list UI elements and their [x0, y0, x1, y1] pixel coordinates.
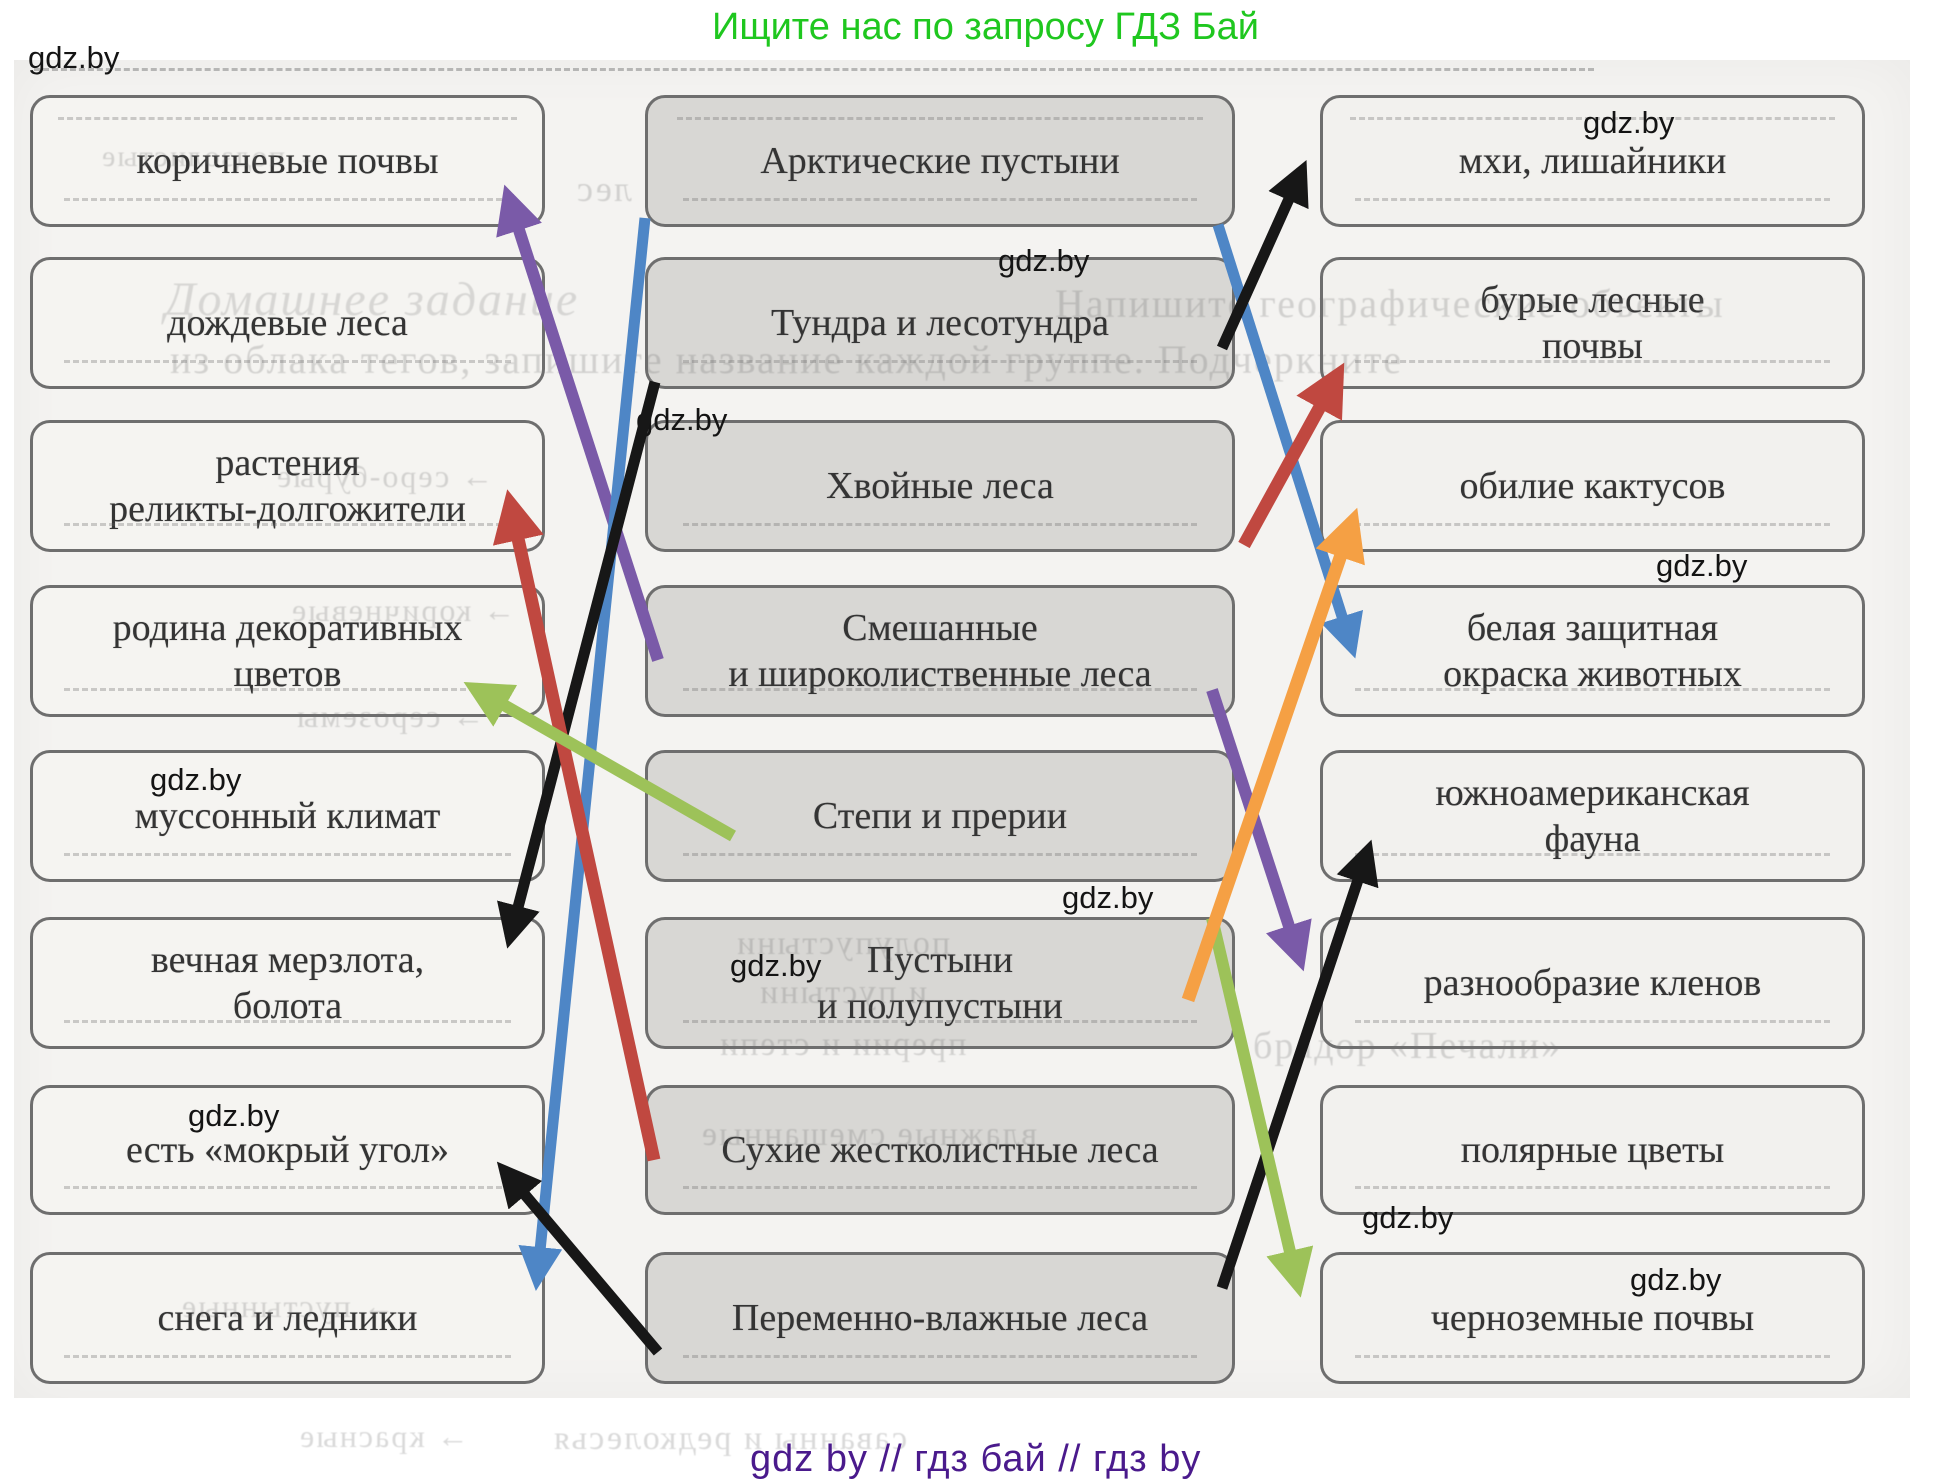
- box-label: Хвойные леса: [826, 463, 1054, 509]
- mid-box-khvoinye-lesa: Хвойные леса: [645, 420, 1235, 552]
- arrow-pustyni-to-obilie-kaktusov: [1181, 507, 1365, 1003]
- left-box-vechnaya-merzlota: вечная мерзлота,болота: [30, 917, 545, 1049]
- box-label-line: Сухие жестколистные леса: [721, 1128, 1159, 1171]
- box-label: Тундра и лесотундра: [771, 300, 1109, 346]
- arrow-khvoinye-to-burye-pochvy: [1238, 362, 1345, 549]
- box-label: муссонный климат: [135, 793, 441, 839]
- box-label-line: мхи, лишайники: [1458, 139, 1727, 182]
- mid-box-peremenno-vlazhnye-lesa: Переменно-влажные леса: [645, 1252, 1235, 1384]
- box-label: Сухие жестколистные леса: [721, 1127, 1158, 1173]
- gdzby-watermark-10: gdz.by: [1362, 1200, 1454, 1235]
- box-label-line: белая защитная: [1466, 606, 1719, 649]
- gdzby-watermark-1: gdz.by: [28, 40, 120, 75]
- mid-box-tundra-i-lesotundra: Тундра и лесотундра: [645, 257, 1235, 389]
- box-label: Степи и прерии: [813, 793, 1067, 839]
- gdzby-watermark-8: gdz.by: [730, 948, 822, 983]
- right-box-obilie-kaktusov: обилие кактусов: [1320, 420, 1865, 552]
- box-label: Арктические пустыни: [760, 138, 1119, 184]
- box-label: есть «мокрый угол»: [126, 1127, 449, 1173]
- page-top-dashed-line: [34, 68, 1594, 71]
- left-box-snega-i-ledniki: снега и ледники: [30, 1252, 545, 1384]
- ghost-text: из облака тегов, запишите название каждо…: [170, 337, 1404, 382]
- ghost-text: Домашнее задание: [165, 273, 580, 326]
- right-box-polyarnye-tsvety: полярные цветы: [1320, 1085, 1865, 1215]
- mid-box-sukhie-zhestkolistnye-lesa: Сухие жестколистные леса: [645, 1085, 1235, 1215]
- box-label-line: Арктические пустыни: [760, 139, 1120, 182]
- box-label-line: черноземные почвы: [1430, 1296, 1755, 1339]
- right-box-raznoobrazie-klenov: разнообразие кленов: [1320, 917, 1865, 1049]
- box-label-line: разнообразие кленов: [1423, 961, 1762, 1004]
- box-label-line: Смешанные: [842, 606, 1038, 649]
- mid-box-arkticheskie-pustyni: Арктические пустыни: [645, 95, 1235, 227]
- box-label-line: муссонный климат: [134, 794, 441, 837]
- left-box-korichnevye-pochvy: коричневые почвы: [30, 95, 545, 227]
- box-label-line: Пустыни: [866, 938, 1014, 981]
- left-box-mokry-ugol: есть «мокрый угол»: [30, 1085, 545, 1215]
- gdzby-watermark-11: gdz.by: [1630, 1262, 1722, 1297]
- gdzby-watermark-9: gdz.by: [188, 1098, 280, 1133]
- box-label: мхи, лишайники: [1459, 138, 1727, 184]
- gdzby-watermark-5: gdz.by: [1656, 548, 1748, 583]
- box-label: Переменно-влажные леса: [732, 1295, 1148, 1341]
- arrow-tundra-to-vechnaya-merzlota: [497, 380, 661, 949]
- arrow-stepi-to-rodina-tsvetov: [463, 682, 736, 842]
- gdzby-watermark-6: gdz.by: [150, 762, 242, 797]
- gdzby-watermark-2: gdz.by: [1583, 105, 1675, 140]
- box-label: коричневые почвы: [137, 138, 439, 184]
- box-label-line: родина декоративных: [112, 606, 463, 649]
- gdzby-watermark-7: gdz.by: [1062, 880, 1154, 915]
- right-box-chernozemnye-pochvy: черноземные почвы: [1320, 1252, 1865, 1384]
- box-label-line: есть «мокрый угол»: [125, 1128, 450, 1171]
- box-label: дождевые леса: [167, 300, 408, 346]
- box-label-line: южноамериканская: [1435, 771, 1750, 814]
- box-label-line: снега и ледники: [157, 1296, 418, 1339]
- box-label: черноземные почвы: [1431, 1295, 1754, 1341]
- arrow-stepi-to-chernozemnye: [1206, 916, 1314, 1298]
- box-label-line: полярные цветы: [1460, 1128, 1725, 1171]
- box-label: снега и ледники: [158, 1295, 418, 1341]
- arrow-smeshannye-to-korichnevye-pochvy: [496, 184, 664, 662]
- box-label-line: вечная мерзлота,: [150, 938, 425, 981]
- box-label-line: Тундра и лесотундра: [771, 301, 1109, 344]
- mid-box-stepi-i-prerii: Степи и прерии: [645, 750, 1235, 882]
- right-box-mkhi-lishainiki: мхи, лишайники: [1320, 95, 1865, 227]
- gdzby-watermark-3: gdz.by: [998, 243, 1090, 278]
- arrow-sukhie-to-rasteniya-relikty: [492, 489, 661, 1162]
- box-label-line: коричневые почвы: [136, 139, 439, 182]
- box-label-line: бурые лесные: [1480, 278, 1705, 321]
- footer-brand-text: gdz by // гдз бай // гдз by: [750, 1438, 1202, 1480]
- arrow-peremenno-to-yuzhnoamerikanskaya: [1216, 839, 1379, 1290]
- arrow-peremenno-to-mokry-ugol: [496, 1161, 663, 1356]
- promo-header: Ищите нас по запросу ГДЗ Бай: [712, 6, 1259, 48]
- left-box-mussonny-klimat: муссонный климат: [30, 750, 545, 882]
- box-label: обилие кактусов: [1460, 463, 1726, 509]
- ghost-text: Напишите географические объекты: [1055, 281, 1725, 326]
- box-label-line: обилие кактусов: [1459, 464, 1726, 507]
- box-label-line: растения: [215, 441, 360, 484]
- box-label-line: Хвойные леса: [826, 464, 1054, 507]
- box-label-line: Переменно-влажные леса: [731, 1296, 1149, 1339]
- arrow-tundra-to-mkhi-lishainiki: [1216, 159, 1309, 351]
- left-box-dozhdevye-lesa: дождевые леса: [30, 257, 545, 389]
- box-label-line: Степи и прерии: [812, 794, 1068, 837]
- box-label-line: дождевые леса: [167, 301, 408, 344]
- arrow-smeshannye-to-raznoobrazie-klenov: [1206, 688, 1312, 972]
- box-label: разнообразие кленов: [1424, 960, 1762, 1006]
- box-label: полярные цветы: [1461, 1127, 1725, 1173]
